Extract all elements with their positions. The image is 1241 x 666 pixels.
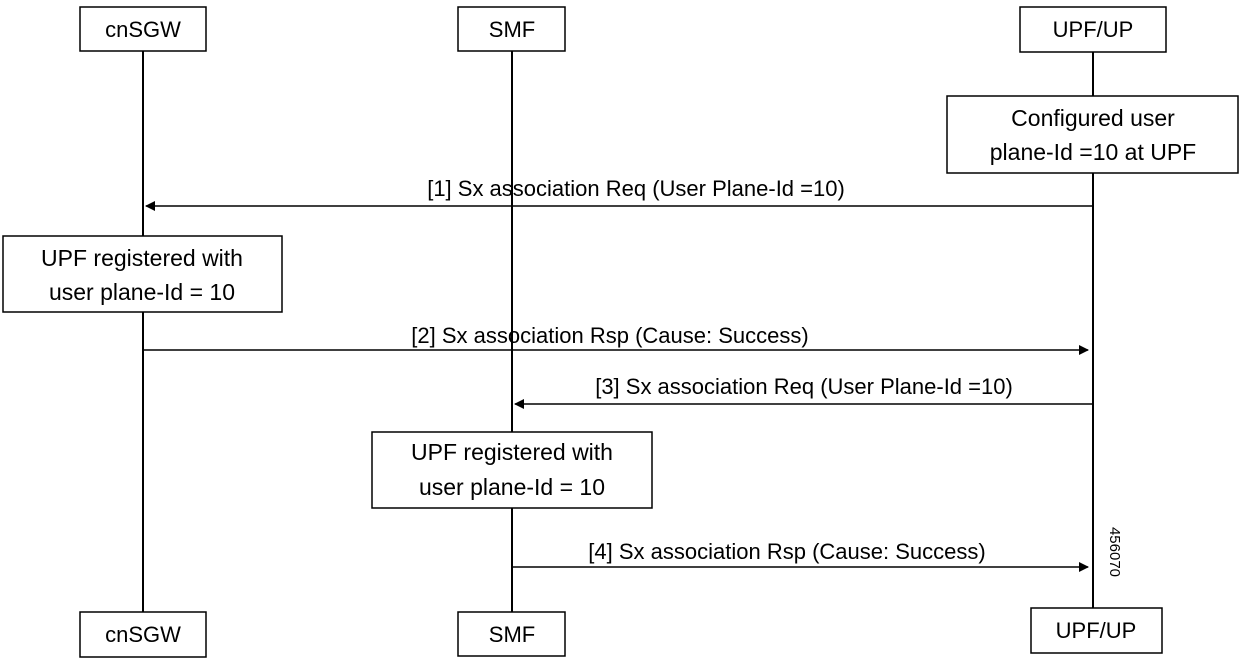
note-line: UPF registered with xyxy=(41,245,243,271)
message-1: [1] Sx association Req (User Plane-Id =1… xyxy=(145,176,1093,211)
note-upf-config: Configured user plane-Id =10 at UPF xyxy=(946,95,1239,174)
message-label: [1] Sx association Req (User Plane-Id =1… xyxy=(427,176,845,201)
note-cnsgw-registered: UPF registered with user plane-Id = 10 xyxy=(2,235,283,313)
participant-bottom-cnsgw: cnSGW xyxy=(79,611,207,658)
message-label: [2] Sx association Rsp (Cause: Success) xyxy=(411,323,808,348)
participant-top-smf: SMF xyxy=(457,6,566,52)
participant-bottom-upf: UPF/UP xyxy=(1030,607,1163,654)
participant-label: UPF/UP xyxy=(1053,17,1134,42)
participant-label: cnSGW xyxy=(105,17,181,42)
message-label: [4] Sx association Rsp (Cause: Success) xyxy=(588,539,985,564)
participant-label: SMF xyxy=(489,622,535,647)
participant-bottom-smf: SMF xyxy=(457,611,566,657)
note-line: Configured user xyxy=(1011,105,1175,131)
participant-top-cnsgw: cnSGW xyxy=(79,6,207,52)
participant-label: SMF xyxy=(489,17,535,42)
message-4: [4] Sx association Rsp (Cause: Success) xyxy=(512,539,1089,572)
note-line: user plane-Id = 10 xyxy=(49,279,235,305)
note-line: UPF registered with xyxy=(411,439,613,465)
message-2: [2] Sx association Rsp (Cause: Success) xyxy=(143,323,1089,355)
figure-id: 456070 xyxy=(1106,527,1123,577)
note-line: user plane-Id = 10 xyxy=(419,474,605,500)
note-line: plane-Id =10 at UPF xyxy=(990,139,1196,165)
participant-top-upf: UPF/UP xyxy=(1019,6,1167,53)
message-3: [3] Sx association Req (User Plane-Id =1… xyxy=(514,374,1093,409)
message-label: [3] Sx association Req (User Plane-Id =1… xyxy=(595,374,1013,399)
participant-label: cnSGW xyxy=(105,622,181,647)
note-smf-registered: UPF registered with user plane-Id = 10 xyxy=(371,431,653,509)
participant-label: UPF/UP xyxy=(1056,618,1137,643)
